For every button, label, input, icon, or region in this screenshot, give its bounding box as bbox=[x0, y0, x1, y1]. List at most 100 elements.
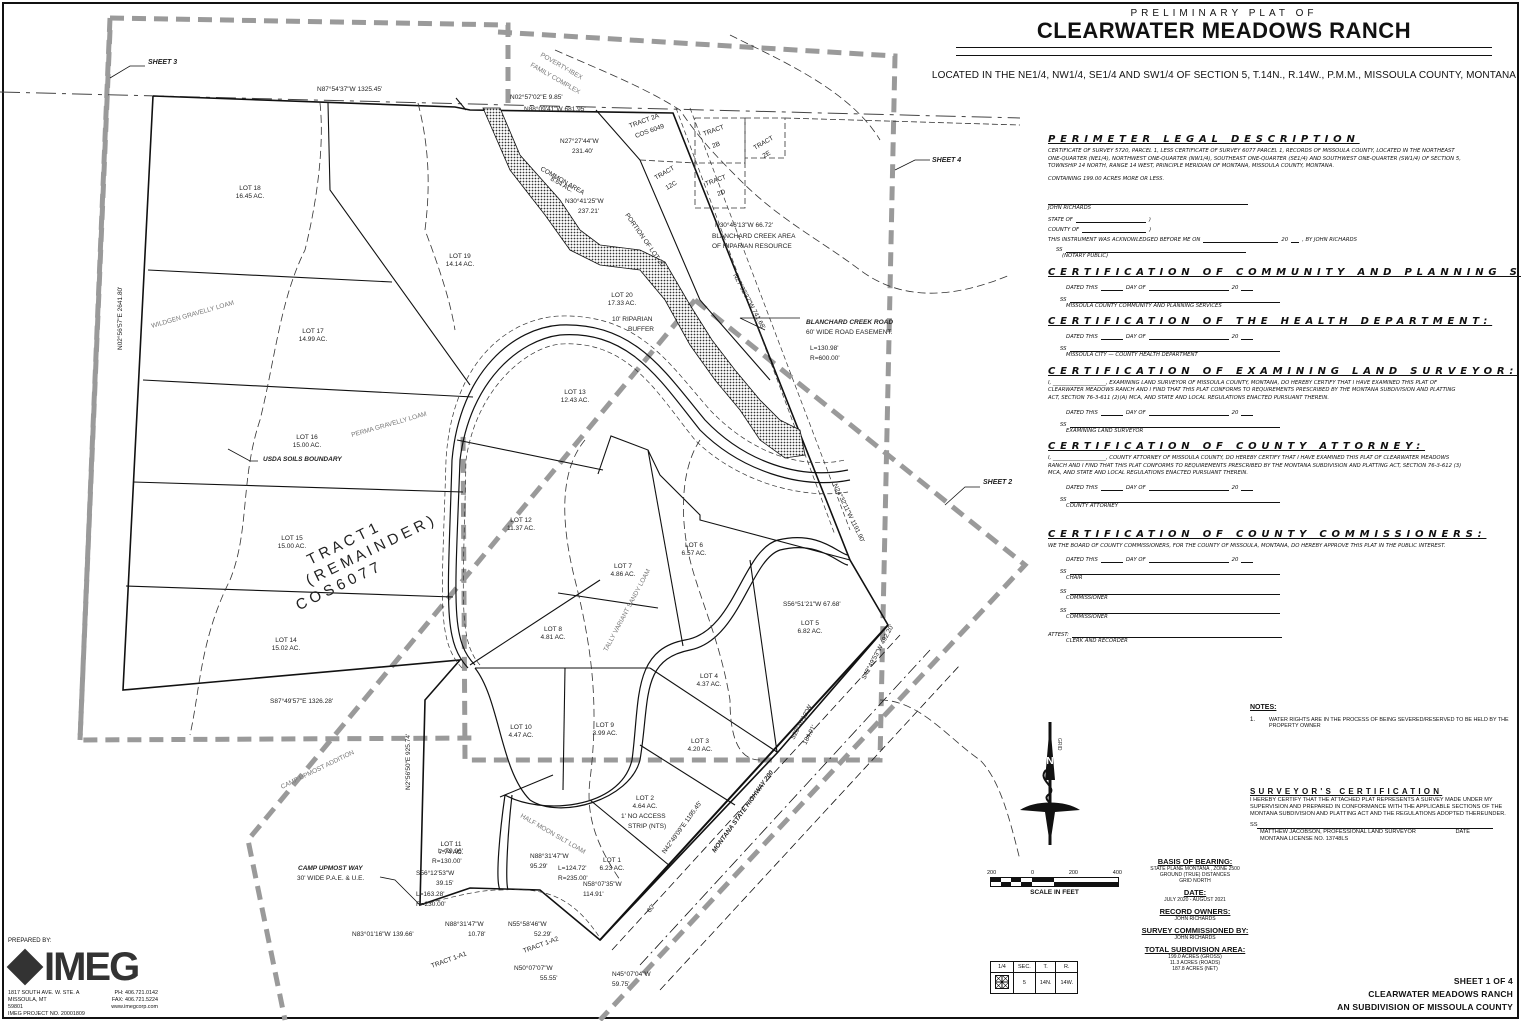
subdivision-boundary bbox=[122, 95, 889, 942]
bearing-distance-label: 55.55' bbox=[540, 975, 558, 982]
signature-line[interactable] bbox=[1069, 496, 1280, 503]
svg-text:LOT 11: LOT 11 bbox=[440, 841, 461, 848]
bearing-distance-label: 231.40' bbox=[572, 148, 593, 155]
notes-heading: NOTES: bbox=[1250, 704, 1277, 711]
sheet-3-ref[interactable]: SHEET 3 bbox=[148, 59, 177, 66]
bearing-distance-label: L=130.98' bbox=[810, 345, 839, 352]
dated-year-field[interactable] bbox=[1241, 333, 1254, 341]
county-of-field[interactable] bbox=[1082, 226, 1147, 233]
plat-annotation: WILDGEN GRAVELLY LOAM bbox=[151, 300, 235, 330]
dated-month-field[interactable] bbox=[1148, 556, 1229, 564]
plat-annotation: CAMP UPMOST ADDITION bbox=[280, 749, 356, 791]
bearing-distance-label: N30°41'25"W bbox=[565, 197, 605, 205]
signature-line[interactable] bbox=[1069, 588, 1280, 595]
signature-line[interactable] bbox=[1069, 607, 1280, 615]
notary-signature-line[interactable] bbox=[1065, 246, 1246, 253]
svg-text:LOT 19: LOT 19 bbox=[449, 253, 471, 260]
lot-label[interactable]: LOT 16.23 AC. bbox=[600, 857, 625, 872]
plat-annotation: 60' bbox=[646, 903, 657, 914]
svg-text:4.81 AC.: 4.81 AC. bbox=[541, 634, 566, 641]
bearing-distance-label: L=163.28' bbox=[416, 891, 445, 898]
dated-month-field[interactable] bbox=[1148, 484, 1229, 491]
dated-day-field[interactable] bbox=[1100, 409, 1123, 416]
notary-label: (NOTARY PUBLIC) bbox=[1062, 252, 1109, 259]
sheet-match-lines bbox=[77, 15, 1029, 1021]
bearing-distance-label: S56°12'53"W bbox=[416, 869, 455, 877]
lot-label[interactable]: LOT 24.64 AC. bbox=[633, 795, 658, 810]
svg-text:15.00 AC.: 15.00 AC. bbox=[293, 442, 322, 449]
lot-label[interactable]: LOT 34.20 AC. bbox=[688, 738, 713, 753]
lot-label[interactable]: LOT 44.37 AC. bbox=[697, 673, 722, 688]
company-website-link[interactable]: www.imegcorp.com bbox=[111, 1004, 158, 1010]
signature-line[interactable] bbox=[1069, 296, 1280, 303]
svg-text:6.23 AC.: 6.23 AC. bbox=[600, 865, 625, 872]
signature-line[interactable] bbox=[1069, 421, 1280, 428]
owner-signature-line[interactable] bbox=[1048, 197, 1248, 206]
lot-label[interactable]: LOT 117.74 AC. bbox=[439, 841, 464, 856]
dated-month-field[interactable] bbox=[1148, 284, 1229, 291]
containing-acres: CONTAINING 199.00 ACRES MORE OR LESS. bbox=[1048, 175, 1165, 182]
lot-label[interactable]: LOT 66.57 AC. bbox=[682, 542, 707, 557]
svg-text:4.86 AC.: 4.86 AC. bbox=[611, 571, 636, 578]
plat-annotation: TRACT 1-A2 bbox=[522, 935, 560, 954]
signature-line[interactable] bbox=[1069, 568, 1280, 576]
certification-heading: CERTIFICATION OF COMMUNITY AND PLANNING … bbox=[1048, 266, 1521, 278]
dated-year-field[interactable] bbox=[1241, 484, 1254, 491]
svg-text:LOT 16: LOT 16 bbox=[296, 434, 318, 441]
dated-day-field[interactable] bbox=[1100, 556, 1123, 564]
bearing-distance-label: L=124.72' bbox=[558, 865, 587, 872]
plat-annotation: 2D bbox=[716, 188, 726, 198]
state-of-field[interactable] bbox=[1075, 216, 1146, 223]
dated-year-field[interactable] bbox=[1241, 556, 1254, 564]
surveyor-signature-line[interactable] bbox=[1257, 822, 1494, 829]
certification-heading: CERTIFICATION OF THE HEALTH DEPARTMENT: bbox=[1048, 316, 1493, 328]
note-item: 1. WATER RIGHTS ARE IN THE PROCESS OF BE… bbox=[1250, 717, 1509, 729]
lot-label[interactable]: LOT 84.81 AC. bbox=[541, 626, 566, 641]
bearing-distance-label: N27°27'44"W bbox=[560, 137, 600, 145]
svg-text:LOT 1: LOT 1 bbox=[603, 857, 621, 864]
dated-day-field[interactable] bbox=[1100, 284, 1123, 291]
lot-label[interactable]: LOT 104.47 AC. bbox=[509, 724, 534, 739]
lot-label[interactable]: LOT 56.82 AC. bbox=[798, 620, 823, 635]
soils-boundaries bbox=[189, 34, 1021, 881]
svg-text:N: N bbox=[1046, 756, 1053, 767]
dated-day-field[interactable] bbox=[1100, 484, 1123, 491]
dated-year-field[interactable] bbox=[1241, 284, 1254, 291]
surveyor-cert-body: I HEREBY CERTIFY THAT THE ATTACHED PLAT … bbox=[1250, 797, 1506, 817]
bearing-distance-label: 10.78' bbox=[468, 931, 486, 938]
quarter-grid-icon bbox=[990, 972, 1014, 994]
dated-month-field[interactable] bbox=[1148, 409, 1229, 416]
dated-month-field[interactable] bbox=[1148, 333, 1229, 341]
lot-label[interactable]: LOT 74.86 AC. bbox=[611, 563, 636, 578]
attest-signature-line[interactable] bbox=[1071, 631, 1282, 638]
notes-section: NOTES: 1. WATER RIGHTS ARE IN THE PROCES… bbox=[1250, 704, 1512, 729]
sheet-2-ref[interactable]: SHEET 2 bbox=[983, 479, 1012, 486]
certification-body: WE THE BOARD OF COUNTY COMMISSIONERS, FO… bbox=[1048, 542, 1446, 549]
surveyor-cert-heading: SURVEYOR'S CERTIFICATION bbox=[1250, 787, 1443, 796]
svg-text:LOT 9: LOT 9 bbox=[596, 722, 614, 729]
sheet-4-ref[interactable]: SHEET 4 bbox=[932, 157, 961, 164]
lot-label[interactable]: LOT 93.99 AC. bbox=[593, 722, 618, 737]
scale-caption: SCALE IN FEET bbox=[1030, 889, 1079, 896]
dated-day-field[interactable] bbox=[1100, 333, 1123, 341]
plat-annotation: 60' WIDE ROAD EASEMENT. bbox=[806, 329, 893, 336]
county-of-label: COUNTY OF bbox=[1048, 226, 1080, 233]
internal-roads bbox=[447, 324, 851, 891]
dated-year-field[interactable] bbox=[1241, 409, 1254, 416]
signature-line[interactable] bbox=[1069, 345, 1280, 353]
sheet-ref-leaders bbox=[109, 65, 980, 906]
plat-annotation: 12C bbox=[665, 180, 679, 192]
acknowledged-date-field[interactable] bbox=[1203, 236, 1279, 243]
svg-text:LOT 15: LOT 15 bbox=[281, 535, 303, 542]
